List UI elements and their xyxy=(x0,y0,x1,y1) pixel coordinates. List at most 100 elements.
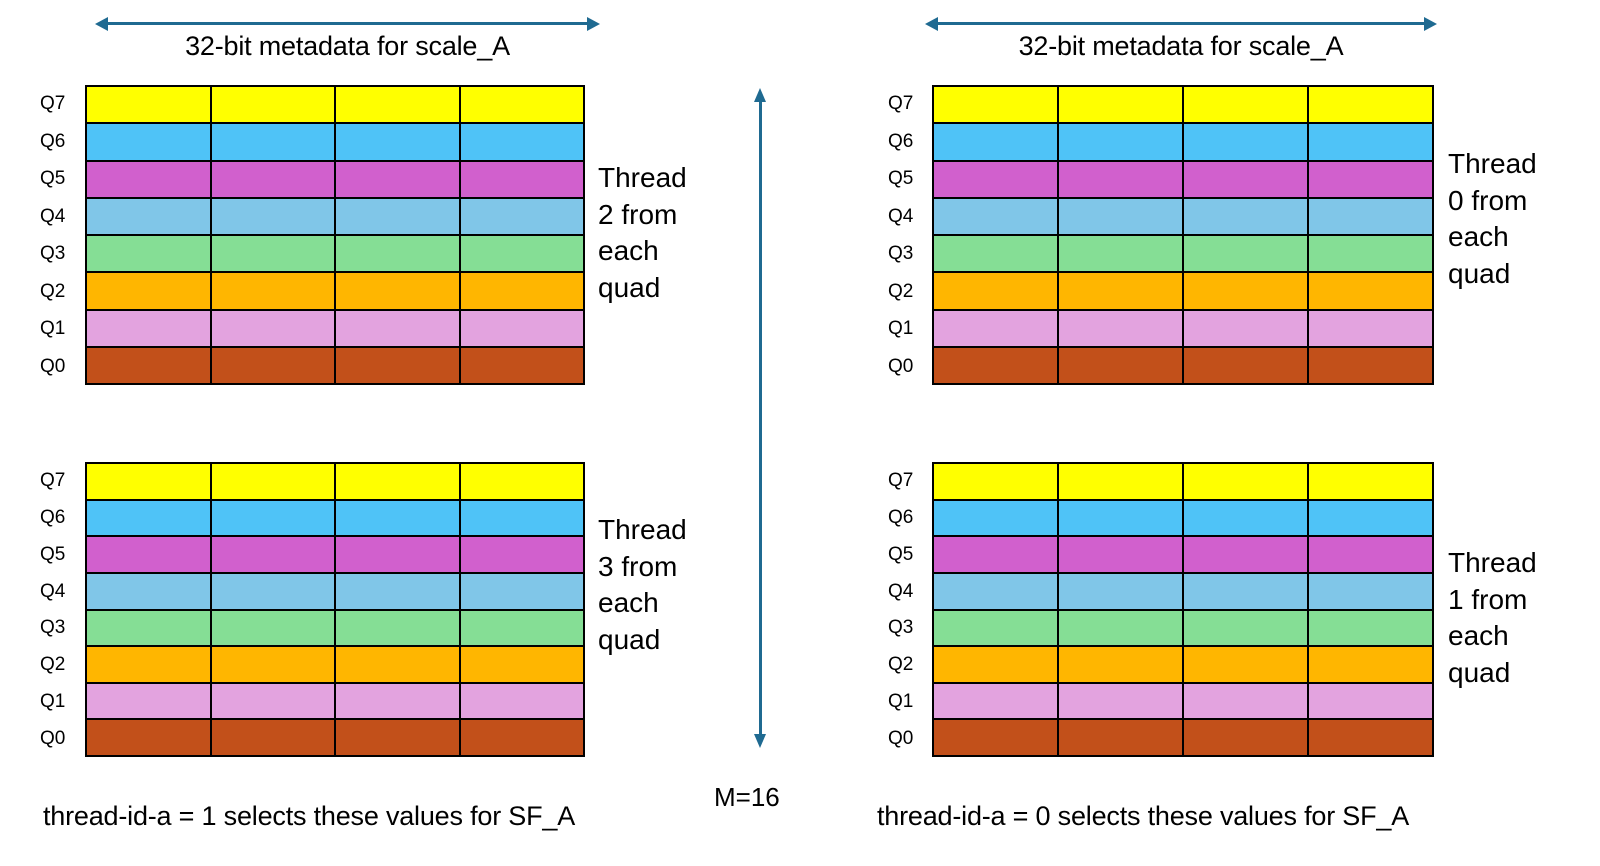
grid-row-q3 xyxy=(934,610,1432,648)
grid-row-q3 xyxy=(87,610,583,648)
grid-row-q0 xyxy=(934,720,1432,755)
caption-left: thread-id-a = 1 selects these values for… xyxy=(43,801,576,831)
row-label-q7: Q7 xyxy=(40,93,66,115)
arrow-head-left-icon xyxy=(95,16,108,31)
row-label-q1: Q1 xyxy=(40,318,66,340)
arrow-shaft xyxy=(758,96,762,740)
grid-cell-q6-col1 xyxy=(211,500,336,536)
row-label-q6: Q6 xyxy=(888,506,914,528)
grid-row-q2 xyxy=(934,647,1432,684)
metadata-grid-right-top xyxy=(932,85,1434,385)
grid-cell-q3-col0 xyxy=(87,610,212,646)
grid-cell-q6-col0 xyxy=(87,124,212,160)
row-label-q0: Q0 xyxy=(40,728,66,750)
grid-cell-q3-col1 xyxy=(211,610,336,646)
grid-cell-q6-col2 xyxy=(1184,500,1309,536)
side-note-right-top: Thread 0 from each quad xyxy=(1448,148,1537,290)
row-label-q2: Q2 xyxy=(888,654,914,676)
side-note-left-bottom: Thread 3 from each quad xyxy=(598,514,687,656)
grid-row-q2 xyxy=(934,273,1432,311)
grid-cell-q5-col0 xyxy=(87,537,212,572)
grid-cell-q4-col1 xyxy=(211,573,336,609)
grid-cell-q4-col3 xyxy=(1309,573,1432,609)
grid-cell-q2-col2 xyxy=(1184,273,1309,309)
grid-cell-q4-col1 xyxy=(211,198,336,234)
grid-cell-q6-col2 xyxy=(336,124,461,160)
grid-cell-q0-col2 xyxy=(1184,720,1309,755)
grid-cell-q5-col3 xyxy=(1309,161,1432,197)
grid-cell-q6-col0 xyxy=(934,500,1059,536)
grid-cell-q4-col0 xyxy=(934,198,1059,234)
grid-cell-q6-col1 xyxy=(1059,124,1184,160)
grid-row-q6 xyxy=(934,124,1432,162)
grid-row-q6 xyxy=(87,500,583,538)
side-note-left-top: Thread 2 from each quad xyxy=(598,162,687,304)
grid-cell-q3-col2 xyxy=(336,610,461,646)
row-label-q1: Q1 xyxy=(40,691,66,713)
grid-row-q4 xyxy=(87,573,583,611)
grid-cell-q7-col3 xyxy=(460,464,583,499)
grid-cell-q0-col2 xyxy=(1184,347,1309,383)
grid-row-q2 xyxy=(87,273,583,311)
grid-row-q3 xyxy=(87,236,583,274)
grid-row-q5 xyxy=(87,537,583,574)
grid-cell-q3-col0 xyxy=(934,610,1059,646)
grid-row-q4 xyxy=(934,573,1432,611)
grid-cell-q5-col0 xyxy=(934,161,1059,197)
row-label-q1: Q1 xyxy=(888,691,914,713)
grid-cell-q1-col0 xyxy=(87,310,212,346)
grid-cell-q0-col2 xyxy=(336,720,461,755)
metadata-label-right: 32-bit metadata for scale_A xyxy=(1018,31,1344,61)
grid-cell-q6-col2 xyxy=(1184,124,1309,160)
grid-cell-q5-col2 xyxy=(336,161,461,197)
metadata-span-arrow-right xyxy=(925,15,1437,31)
arrow-head-up-icon xyxy=(753,88,766,102)
grid-cell-q6-col3 xyxy=(460,124,583,160)
arrow-head-right-icon xyxy=(1424,16,1437,31)
grid-cell-q7-col1 xyxy=(1059,87,1184,123)
grid-cell-q7-col0 xyxy=(934,87,1059,123)
grid-row-q6 xyxy=(934,500,1432,538)
grid-row-q6 xyxy=(87,124,583,162)
grid-cell-q0-col1 xyxy=(1059,347,1184,383)
grid-cell-q2-col3 xyxy=(1309,273,1432,309)
grid-cell-q6-col3 xyxy=(460,500,583,536)
grid-cell-q1-col3 xyxy=(1309,683,1432,719)
grid-row-q1 xyxy=(934,683,1432,721)
grid-cell-q2-col3 xyxy=(460,273,583,309)
grid-cell-q2-col0 xyxy=(934,647,1059,682)
grid-cell-q0-col3 xyxy=(1309,347,1432,383)
grid-cell-q1-col2 xyxy=(1184,683,1309,719)
arrow-head-left-icon xyxy=(925,16,938,31)
grid-cell-q5-col3 xyxy=(460,161,583,197)
row-label-q2: Q2 xyxy=(888,280,914,302)
grid-cell-q5-col1 xyxy=(1059,537,1184,572)
grid-cell-q0-col3 xyxy=(1309,720,1432,755)
grid-cell-q0-col1 xyxy=(1059,720,1184,755)
grid-row-q5 xyxy=(87,161,583,199)
row-label-q3: Q3 xyxy=(888,617,914,639)
row-label-q0: Q0 xyxy=(888,728,914,750)
row-label-q5: Q5 xyxy=(40,168,66,190)
grid-row-q0 xyxy=(87,347,583,383)
grid-cell-q1-col0 xyxy=(934,310,1059,346)
grid-cell-q2-col1 xyxy=(211,647,336,682)
grid-cell-q1-col3 xyxy=(460,683,583,719)
m-dimension-arrow xyxy=(752,88,768,748)
grid-cell-q5-col0 xyxy=(934,537,1059,572)
grid-row-q1 xyxy=(87,310,583,348)
grid-cell-q0-col3 xyxy=(460,720,583,755)
grid-cell-q0-col3 xyxy=(460,347,583,383)
grid-cell-q1-col2 xyxy=(1184,310,1309,346)
grid-cell-q1-col1 xyxy=(1059,683,1184,719)
caption-right: thread-id-a = 0 selects these values for… xyxy=(877,801,1410,831)
metadata-label-left: 32-bit metadata for scale_A xyxy=(185,31,510,61)
grid-cell-q2-col0 xyxy=(934,273,1059,309)
grid-cell-q3-col3 xyxy=(1309,610,1432,646)
row-label-q6: Q6 xyxy=(888,130,914,152)
grid-cell-q7-col1 xyxy=(1059,464,1184,499)
grid-row-q1 xyxy=(934,310,1432,348)
